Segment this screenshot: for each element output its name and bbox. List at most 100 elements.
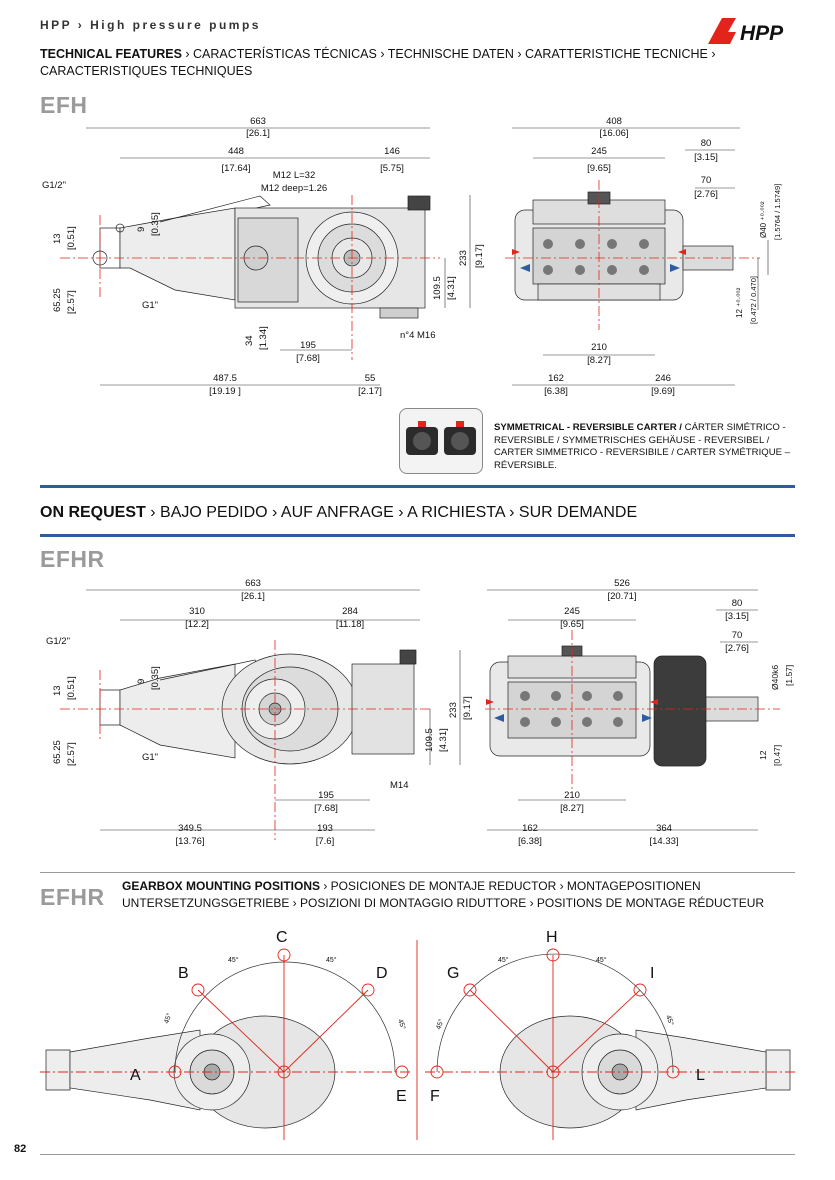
dim-g12: G1/2" [42, 180, 66, 191]
on-request-rest: › BAJO PEDIDO › AUF ANFRAGE › A RICHIEST… [145, 504, 638, 521]
gearbox-rest: › POSICIONES DE MONTAJE REDUCTOR › MONTA… [320, 879, 701, 893]
dim-364-in: [14.33] [649, 836, 678, 847]
dim-526-in: [20.71] [607, 591, 636, 602]
dim-70: 70 [701, 175, 712, 186]
hpp-logo: HPP [708, 18, 784, 45]
dim-233: 233 [458, 250, 469, 266]
page-number: 82 [14, 1143, 27, 1155]
dim-55-in: [2.17] [358, 386, 382, 397]
angle-left-3: 45° [162, 1012, 173, 1025]
dim-195: 195 [318, 790, 334, 801]
dim-n4m16: n°4 M16 [400, 330, 436, 341]
dim-13: 13 [52, 685, 63, 696]
dim-245-in: [9.65] [560, 619, 584, 630]
angle-right-4: 45° [664, 1014, 675, 1027]
dim-13-in: [0.51] [66, 226, 77, 250]
dim-1095: 109.5 [424, 728, 435, 752]
dim-55: 55 [365, 373, 376, 384]
features-rest: › CARACTERÍSTICAS TÉCNICAS › TECHNISCHE … [181, 47, 716, 61]
dim-g1: G1" [142, 752, 158, 763]
dim-448-in: [17.64] [221, 163, 250, 174]
brand-line: HPP › High pressure pumps [40, 18, 261, 32]
dim-6525-in: [2.57] [66, 742, 77, 766]
dim-284-in: [11.18] [336, 619, 364, 630]
dim-210: 210 [564, 790, 580, 801]
angle-right-3: 45° [434, 1018, 445, 1031]
pos-c: C [276, 929, 288, 946]
angle-left-4: 45° [396, 1018, 407, 1031]
dim-162-in: [6.38] [544, 386, 568, 397]
dim-9: 9 [136, 227, 147, 232]
dim-195-in: [7.68] [314, 803, 338, 814]
dim-6525-in: [2.57] [66, 290, 77, 314]
dim-6525: 65.25 [52, 288, 63, 312]
dim-233: 233 [448, 702, 459, 718]
dim-526: 526 [614, 578, 630, 589]
dim-162-in: [6.38] [518, 836, 542, 847]
logo-text: HPP [740, 22, 784, 45]
pos-h: H [546, 929, 558, 946]
dim-g1: G1" [142, 300, 158, 311]
dim-246: 246 [655, 373, 671, 384]
dim-210-in: [8.27] [587, 355, 611, 366]
dim-233-in: [9.17] [462, 696, 473, 720]
dim-1095: 109.5 [432, 276, 443, 300]
dim-364: 364 [656, 823, 672, 834]
gearbox-heading: GEARBOX MOUNTING POSITIONS › POSICIONES … [122, 878, 812, 912]
dim-1095-in: [4.31] [446, 276, 457, 300]
dim-9-in: [0.35] [150, 212, 161, 236]
dim-13-in: [0.51] [66, 676, 77, 700]
dim-4875-in: [19.19 ] [209, 386, 241, 397]
dim-245: 245 [591, 146, 607, 157]
divider-bottom [40, 534, 795, 537]
dim-1095-in: [4.31] [438, 728, 449, 752]
dim-9: 9 [136, 679, 147, 684]
dim-4875: 487.5 [213, 373, 237, 384]
dim-34: 34 [244, 335, 255, 346]
symmetric-caption: SYMMETRICAL - REVERSIBLE CARTER / CÁRTER… [494, 422, 794, 472]
dim-233-in: [9.17] [474, 244, 485, 268]
dim-193: 193 [317, 823, 333, 834]
dim-195-in: [7.68] [296, 353, 320, 364]
dim-246-in: [9.69] [651, 386, 675, 397]
dim-6525: 65.25 [52, 740, 63, 764]
dim-663: 663 [250, 116, 266, 127]
gearbox-line2: UNTERSETZUNGSGETRIEBE › POSIZIONI DI MON… [122, 896, 765, 910]
dim-m14: M14 [390, 780, 408, 791]
dim-80-in: [3.15] [694, 152, 718, 163]
symmetric-bold: SYMMETRICAL - REVERSIBLE CARTER / [494, 422, 682, 433]
dim-3495: 349.5 [178, 823, 202, 834]
efhr-drawing: 663 [26.1] 310 [12.2] 284 [11.18] 195 [7… [46, 578, 794, 847]
model-efhr: EFHR [40, 546, 105, 572]
dim-m12a: M12 L=32 [273, 170, 316, 181]
dim-663-in: [26.1] [246, 128, 270, 139]
dim-9-in: [0.35] [150, 666, 161, 690]
angle-right-2: 45° [596, 956, 607, 964]
footer-rule [40, 1154, 795, 1155]
dim-12: 12 ⁺⁰·⁰⁰² [735, 287, 744, 318]
dim-162: 162 [522, 823, 538, 834]
gearbox-bold: GEARBOX MOUNTING POSITIONS [122, 879, 321, 893]
dim-210-in: [8.27] [560, 803, 584, 814]
dim-80: 80 [732, 598, 743, 609]
dim-12: 12 [758, 750, 768, 760]
pos-e: E [396, 1088, 407, 1105]
dim-245-in: [9.65] [587, 163, 611, 174]
dim-448: 448 [228, 146, 244, 157]
gearbox-rule [40, 872, 795, 873]
pos-d: D [376, 965, 388, 982]
dim-70: 70 [732, 630, 743, 641]
dim-146: 146 [384, 146, 400, 157]
dim-3495-in: [13.76] [175, 836, 204, 847]
dim-663-in: [26.1] [241, 591, 265, 602]
features-line2: CARACTERISTIQUES TECHNIQUES [40, 64, 253, 78]
gearbox-positions-diagram: A B C D E 45° 45° 45° 45° F G H I L 45° … [40, 929, 795, 1140]
dim-70-in: [2.76] [725, 643, 749, 654]
dim-80-in: [3.15] [725, 611, 749, 622]
pos-g: G [447, 965, 459, 982]
dim-663: 663 [245, 578, 261, 589]
dim-146-in: [5.75] [380, 163, 404, 174]
symmetric-carter-photo [399, 408, 483, 474]
pos-l: L [696, 1067, 705, 1084]
dim-210: 210 [591, 342, 607, 353]
